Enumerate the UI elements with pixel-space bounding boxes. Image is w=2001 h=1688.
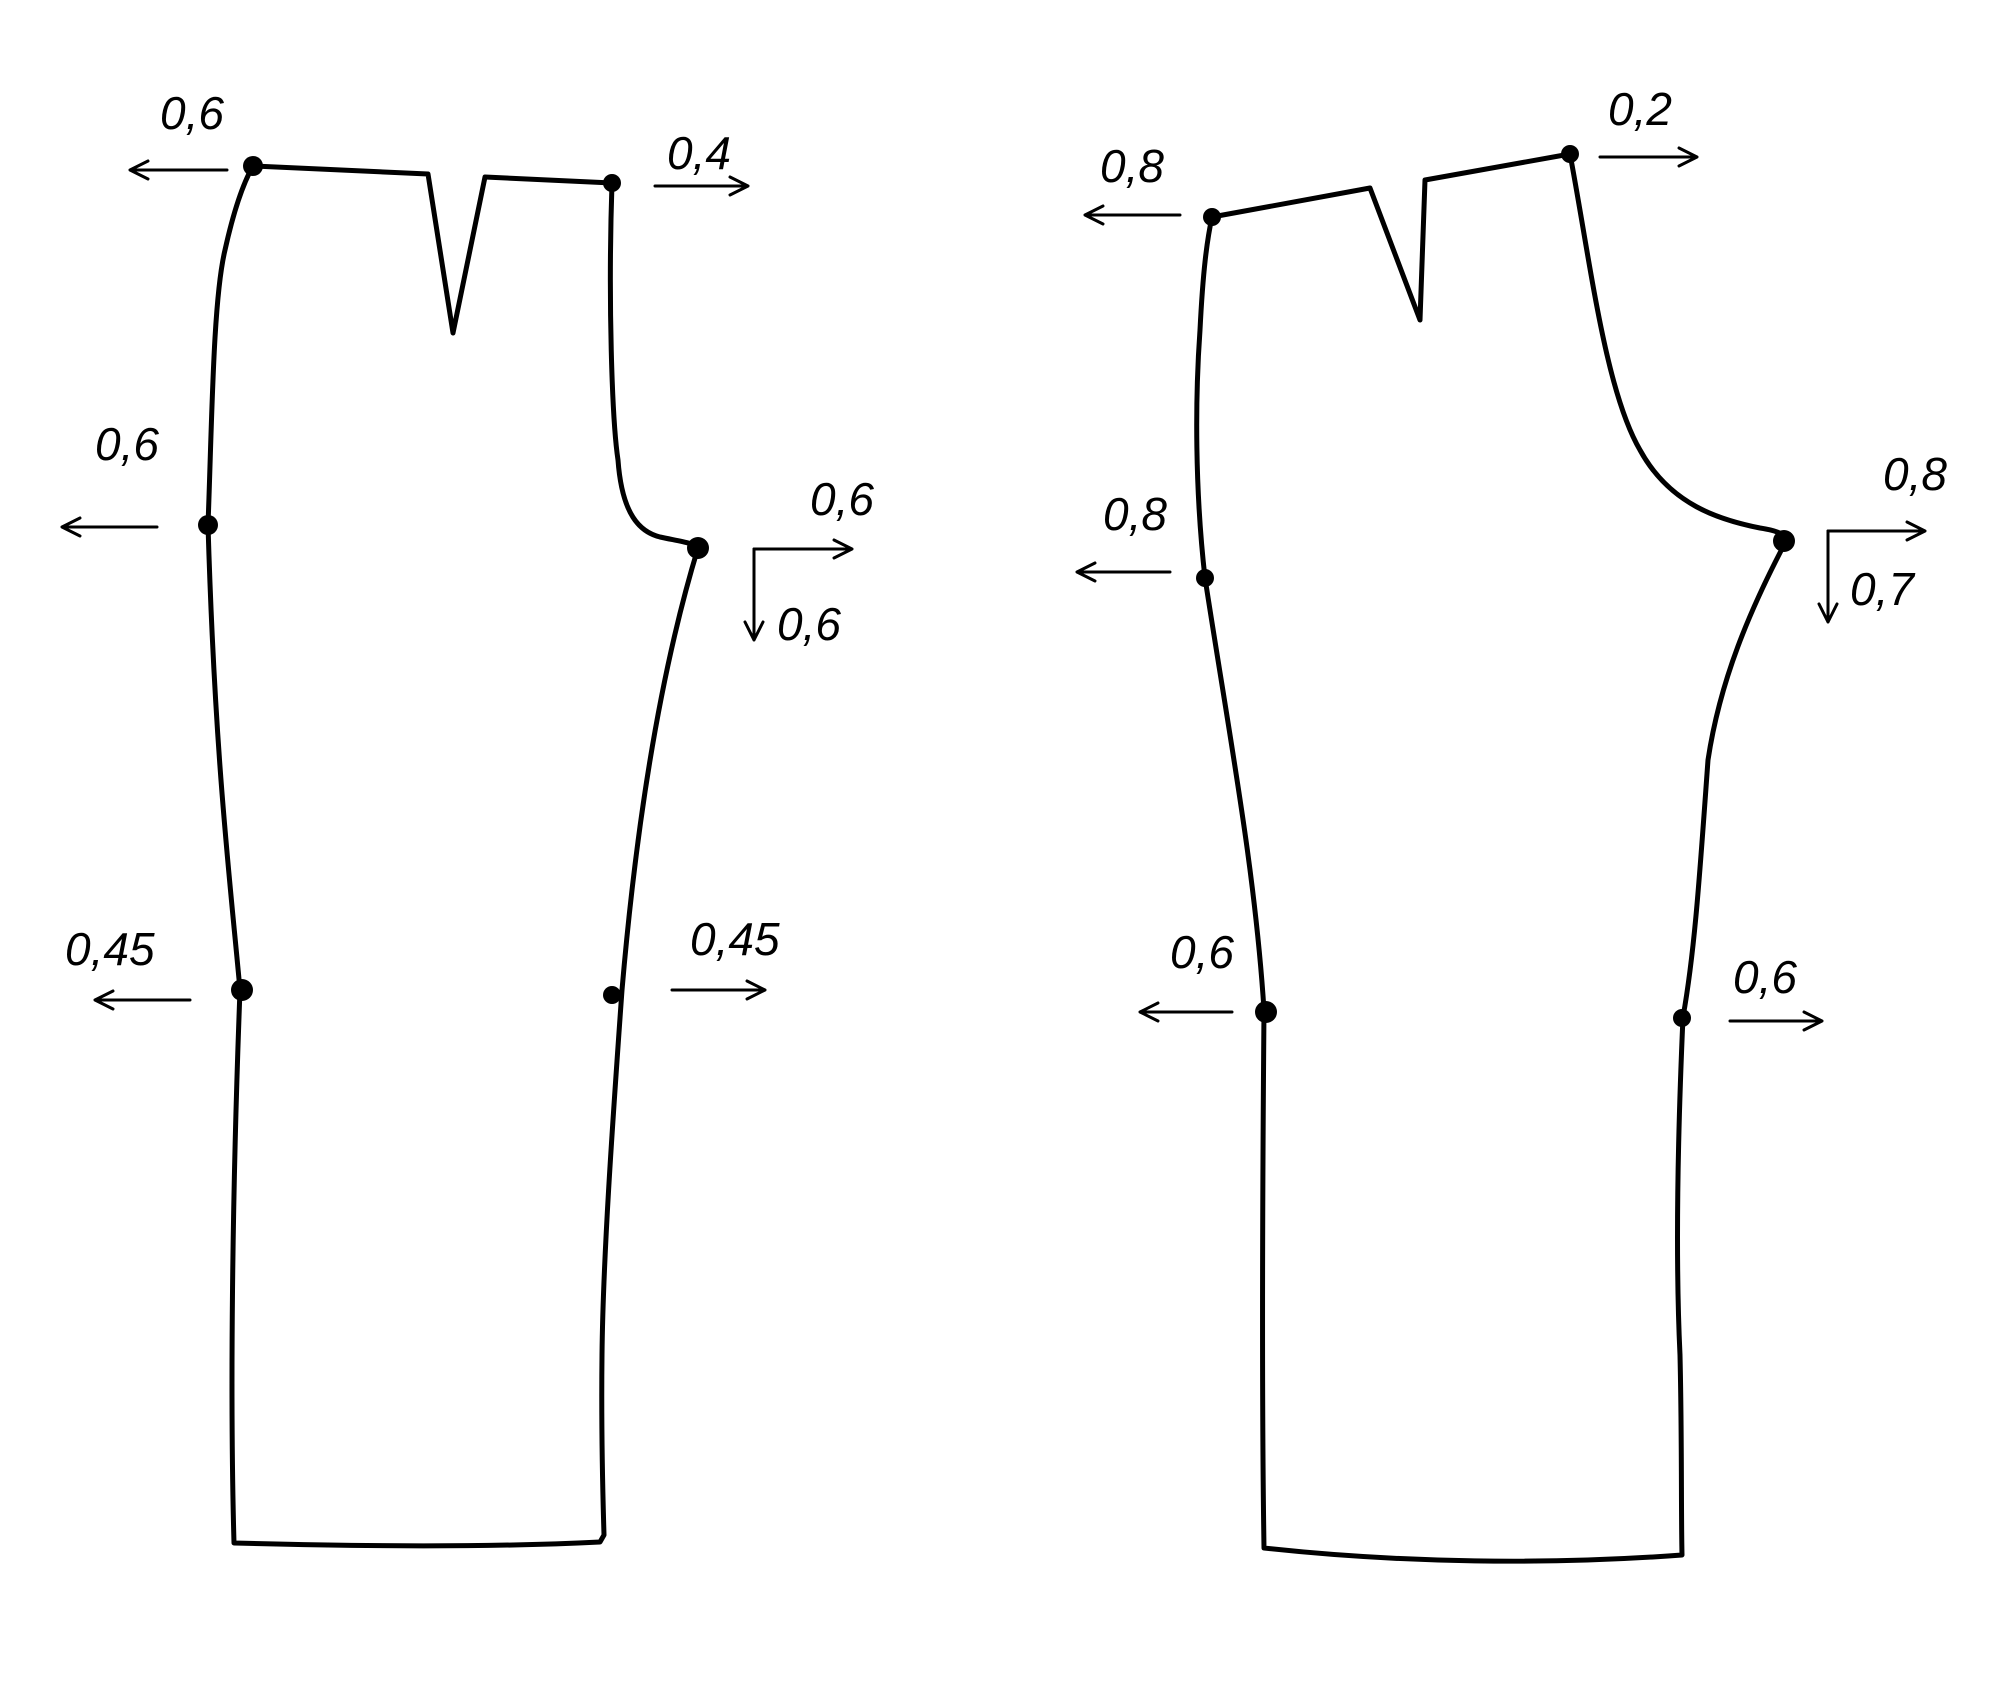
front-waist-side-point bbox=[243, 156, 263, 176]
back-knee-inner-arrow bbox=[1728, 1010, 1824, 1032]
front-hip-point bbox=[198, 515, 218, 535]
front-hip-label: 0,6 bbox=[95, 418, 159, 470]
back-crotch-point bbox=[1773, 530, 1795, 552]
front-knee-inner-arrow bbox=[670, 979, 767, 1001]
front-knee-side-label: 0,45 bbox=[65, 923, 155, 975]
front-knee-side-point bbox=[231, 979, 253, 1001]
back-piece-outline bbox=[1194, 151, 1789, 1564]
front-piece: 0,6 0,4 0,6 0,6 0,6 0,45 0,45 bbox=[60, 87, 874, 1549]
front-piece-outline bbox=[205, 163, 701, 1549]
back-hip-arrow bbox=[1075, 561, 1172, 583]
back-waist-side-point bbox=[1203, 208, 1221, 226]
front-crotch-point bbox=[687, 537, 709, 559]
back-knee-side-arrow bbox=[1138, 1001, 1234, 1023]
back-knee-inner-label: 0,6 bbox=[1733, 951, 1797, 1003]
front-crotch-vertical-label: 0,6 bbox=[777, 598, 841, 650]
back-crotch-horizontal-arrow bbox=[1826, 520, 1927, 542]
front-knee-side-arrow bbox=[93, 989, 192, 1011]
back-knee-inner-point bbox=[1673, 1009, 1691, 1027]
back-waist-inner-arrow bbox=[1598, 146, 1699, 168]
back-knee-side-label: 0,6 bbox=[1170, 926, 1234, 978]
front-hip-arrow bbox=[60, 516, 159, 538]
back-hip-point bbox=[1196, 569, 1214, 587]
back-crotch-vertical-arrow bbox=[1817, 529, 1839, 624]
front-waist-side-arrow bbox=[128, 159, 229, 181]
back-waist-inner-label: 0,2 bbox=[1608, 83, 1672, 135]
front-knee-inner-point bbox=[603, 986, 621, 1004]
back-crotch-horizontal-label: 0,8 bbox=[1883, 448, 1947, 500]
front-knee-inner-label: 0,45 bbox=[690, 913, 780, 965]
front-crotch-horizontal-label: 0,6 bbox=[810, 473, 874, 525]
back-hip-label: 0,8 bbox=[1103, 488, 1167, 540]
back-piece: 0,2 0,8 0,8 0,8 0,7 0,6 0,6 bbox=[1075, 83, 1947, 1564]
front-crotch-horizontal-arrow bbox=[752, 538, 854, 560]
front-waist-inner-arrow bbox=[653, 175, 750, 197]
back-waist-side-arrow bbox=[1083, 204, 1182, 226]
front-waist-side-label: 0,6 bbox=[160, 87, 224, 139]
back-waist-side-label: 0,8 bbox=[1100, 140, 1164, 192]
back-waist-inner-point bbox=[1561, 145, 1579, 163]
front-crotch-vertical-arrow bbox=[743, 547, 765, 642]
back-knee-side-point bbox=[1255, 1001, 1277, 1023]
back-crotch-vertical-label: 0,7 bbox=[1850, 563, 1915, 615]
front-waist-inner-point bbox=[603, 174, 621, 192]
front-waist-inner-label: 0,4 bbox=[667, 127, 731, 179]
